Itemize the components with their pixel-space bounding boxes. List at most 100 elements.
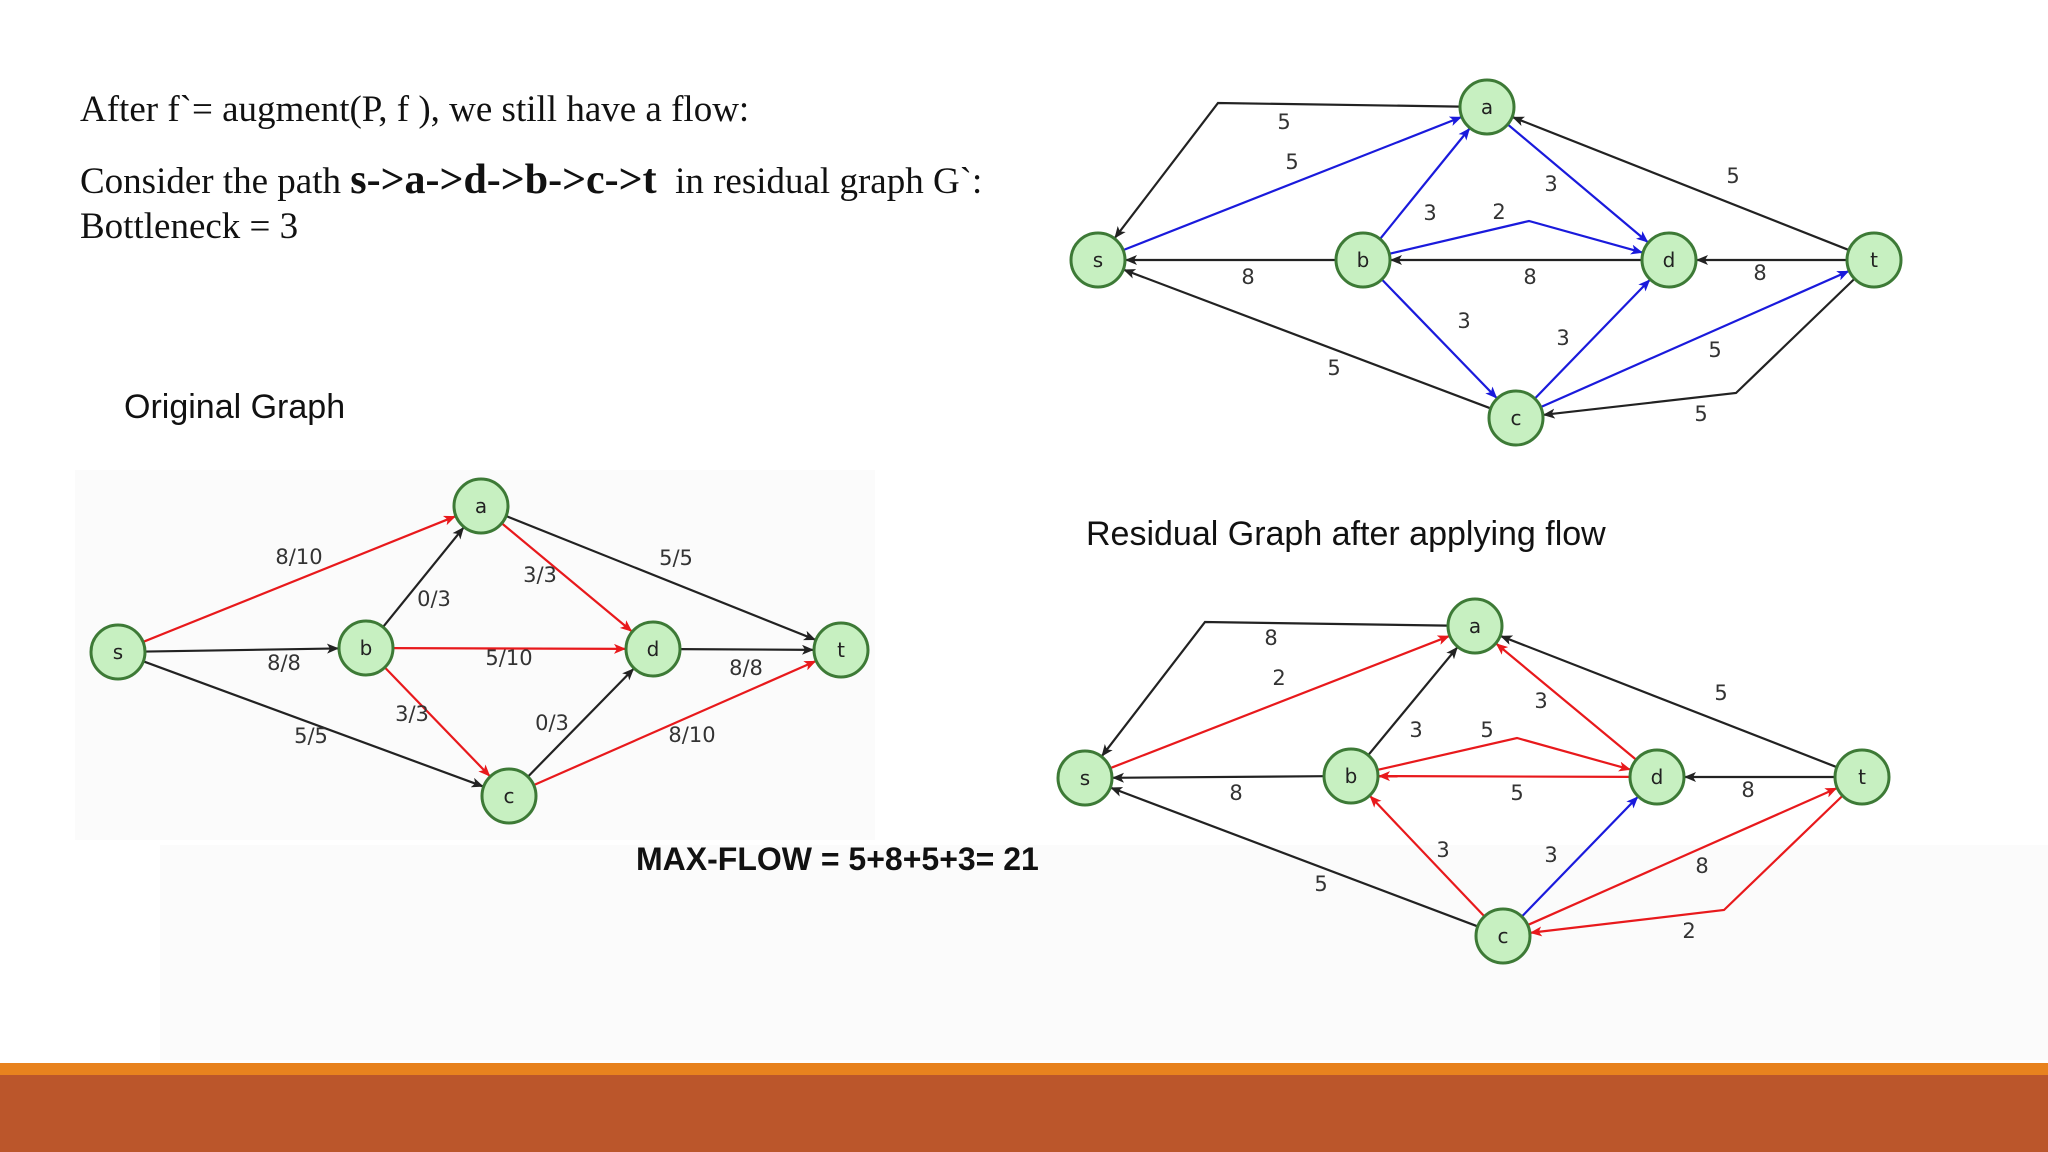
- edge-d-a: [1495, 643, 1637, 761]
- accent-bar: [0, 1063, 2048, 1075]
- edge-b-a: [1379, 127, 1471, 240]
- node-circle-d: [1628, 748, 1686, 806]
- node-circle-c: [480, 767, 538, 825]
- edge-label-c-t: 8: [1695, 854, 1708, 878]
- edge-label-b-d: 2: [1492, 200, 1505, 224]
- node-t: t: [812, 621, 870, 679]
- node-t: t: [1833, 748, 1891, 806]
- bottleneck-line: Bottleneck = 3: [80, 206, 299, 247]
- node-label-t: t: [837, 638, 845, 662]
- node-circle-s: [1056, 749, 1114, 807]
- node-circle-t: [812, 621, 870, 679]
- footer-bar: [0, 1075, 2048, 1152]
- edge-b-a: [1367, 646, 1459, 756]
- node-s: s: [89, 623, 147, 681]
- edge-label-a-d: 3: [1544, 172, 1557, 196]
- flow-graphs: 5 5 3 3 2 8 8 8 5 5 3 3 5 5 s a b d t c 8/10 8/8 5/5 0/3 3/3 5/5…: [89, 78, 1903, 965]
- node-d: d: [624, 620, 682, 678]
- edge-t-a: [1500, 635, 1838, 769]
- node-label-s: s: [1093, 248, 1103, 272]
- edge-label-c-b: 3: [1436, 838, 1449, 862]
- edge-label-t-c: 5: [1694, 402, 1707, 426]
- edge-label-a-t: 5/5: [659, 546, 693, 570]
- edge-label-s-a: 2: [1272, 666, 1285, 690]
- edge-b-c: [383, 666, 491, 777]
- node-circle-c: [1474, 907, 1532, 965]
- node-circle-b: [337, 619, 395, 677]
- edge-b-s: [1111, 772, 1325, 783]
- edge-d-b: [1377, 771, 1631, 782]
- node-label-d: d: [647, 637, 660, 661]
- edge-label-b-c: 3: [1457, 309, 1470, 333]
- node-s: s: [1056, 749, 1114, 807]
- node-label-a: a: [1481, 95, 1493, 119]
- edge-label-c-t: 5: [1708, 338, 1721, 362]
- edge-c-d: [1520, 796, 1639, 918]
- node-label-a: a: [1469, 614, 1481, 638]
- edge-label-b-a: 3: [1409, 718, 1422, 742]
- edge-c-t: [1527, 787, 1838, 927]
- edge-label-s-b: 8/8: [267, 651, 301, 675]
- residual-graph-title: Residual Graph after applying flow: [1086, 515, 1606, 553]
- path-line: Consider the path s->a->d->b->c->t in re…: [80, 156, 982, 204]
- edge-label-d-b: 8: [1523, 265, 1536, 289]
- edge-label-c-t: 8/10: [668, 723, 715, 747]
- edge-label-d-a: 3: [1534, 689, 1547, 713]
- edge-label-t-a: 5: [1726, 164, 1739, 188]
- max-flow-result: MAX-FLOW = 5+8+5+3= 21: [636, 841, 1039, 877]
- edge-c-t: [1540, 270, 1850, 409]
- node-circle-s: [1069, 231, 1127, 289]
- node-label-b: b: [360, 636, 373, 660]
- edge-a-s: [1114, 101, 1461, 239]
- node-c: c: [1474, 907, 1532, 965]
- edge-t-a: [1512, 116, 1850, 252]
- edge-b-d: [1389, 219, 1643, 255]
- edge-b-c: [1380, 278, 1498, 399]
- node-label-c: c: [1498, 924, 1509, 948]
- node-label-t: t: [1858, 765, 1866, 789]
- edge-label-s-c: 5/5: [294, 724, 328, 748]
- edge-t-c: [1529, 794, 1844, 937]
- edge-c-s: [1110, 786, 1479, 928]
- edge-label-t-c: 2: [1682, 919, 1695, 943]
- edge-label-c-d: 3: [1556, 326, 1569, 350]
- node-c: c: [480, 767, 538, 825]
- node-label-d: d: [1663, 248, 1676, 272]
- node-label-s: s: [1080, 766, 1090, 790]
- edge-label-d-t: 8/8: [729, 656, 763, 680]
- node-circle-t: [1845, 231, 1903, 289]
- node-b: b: [337, 619, 395, 677]
- edge-t-c: [1542, 277, 1856, 419]
- edge-label-b-a: 3: [1423, 201, 1436, 225]
- path-suffix: in residual graph G`:: [656, 161, 983, 202]
- node-circle-a: [1458, 78, 1516, 136]
- node-s: s: [1069, 231, 1127, 289]
- edge-label-s-a: 5: [1285, 150, 1298, 174]
- node-circle-a: [1446, 597, 1504, 655]
- node-label-c: c: [1511, 406, 1522, 430]
- edge-label-a-s: 8: [1264, 626, 1277, 650]
- edge-label-c-s: 5: [1314, 872, 1327, 896]
- edge-label-a-d: 3/3: [523, 563, 557, 587]
- edge-label-b-d: 5/10: [485, 646, 532, 670]
- edge-label-a-s: 5: [1277, 110, 1290, 134]
- edge-a-t: [505, 515, 816, 641]
- edge-d-t: [679, 644, 815, 655]
- edge-a-s: [1101, 620, 1449, 757]
- edge-s-a: [142, 515, 456, 643]
- node-a: a: [452, 477, 510, 535]
- original-graph-title: Original Graph: [124, 388, 346, 426]
- residual-graph-panel: [160, 845, 2048, 1060]
- edge-c-s: [1123, 268, 1492, 410]
- edge-s-b: [144, 643, 340, 654]
- edge-label-c-d: 0/3: [535, 711, 569, 735]
- node-circle-d: [624, 620, 682, 678]
- node-d: d: [1628, 748, 1686, 806]
- edge-s-a: [1109, 635, 1450, 770]
- edge-label-b-c: 3/3: [395, 702, 429, 726]
- edge-label-c-s: 5: [1327, 356, 1340, 380]
- node-label-t: t: [1870, 248, 1878, 272]
- node-d: d: [1640, 231, 1698, 289]
- edge-s-a: [1122, 116, 1462, 252]
